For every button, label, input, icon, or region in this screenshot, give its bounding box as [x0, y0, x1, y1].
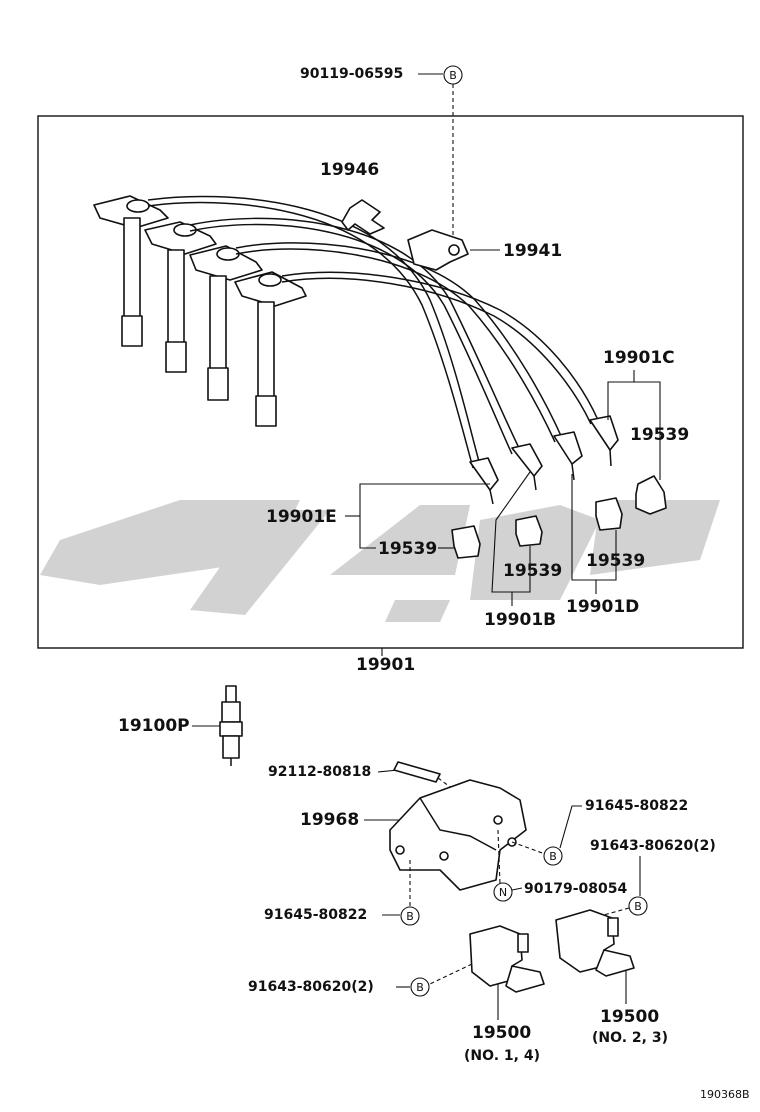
label-no-1-4: (NO. 1, 4) — [464, 1048, 540, 1064]
clamp-19941 — [407, 229, 469, 271]
label-19901d: 19901D — [566, 597, 639, 617]
label-19968: 19968 — [300, 810, 359, 830]
watermark-logo — [40, 500, 720, 622]
callout-b-91645-left: B — [400, 906, 420, 926]
label-19901: 19901 — [356, 655, 415, 675]
label-19946: 19946 — [320, 160, 379, 180]
ignition-cords — [147, 195, 599, 469]
ignition-coil-no14 — [469, 925, 545, 993]
callout-n-90179: N — [493, 882, 513, 902]
label-92112-80818: 92112-80818 — [268, 764, 371, 780]
terminal-cap-b — [515, 515, 543, 547]
label-19100p: 19100P — [118, 716, 190, 736]
callout-b-91643-left: B — [410, 977, 430, 997]
label-91645-80822-right: 91645-80822 — [585, 798, 688, 814]
cord-set-frame — [37, 115, 744, 649]
label-19901b: 19901B — [484, 610, 556, 630]
label-19901e: 19901E — [266, 507, 337, 527]
label-90179-08054: 90179-08054 — [524, 881, 627, 897]
callout-b-top: B — [443, 65, 463, 85]
figure-number: 190368B — [700, 1088, 750, 1101]
svg-text:B: B — [406, 910, 414, 923]
label-19901c: 19901C — [603, 348, 675, 368]
label-no-2-3: (NO. 2, 3) — [592, 1030, 668, 1046]
svg-text:B: B — [634, 900, 642, 913]
svg-text:B: B — [449, 69, 457, 82]
plug-boots — [93, 195, 307, 427]
label-19539-e: 19539 — [378, 539, 437, 559]
ignition-coil-no23 — [555, 909, 635, 977]
label-19500-no14: 19500 — [472, 1023, 531, 1043]
label-90119-06595: 90119-06595 — [300, 66, 403, 82]
stud-bolt — [393, 761, 441, 783]
callout-b-91645-right: B — [543, 846, 563, 866]
svg-text:B: B — [416, 981, 424, 994]
coil-bracket — [389, 779, 527, 891]
label-19500-no23: 19500 — [600, 1007, 659, 1027]
clamp-19946 — [341, 199, 385, 235]
label-91643-80620-left: 91643-80620(2) — [248, 979, 374, 995]
label-19539-b: 19539 — [503, 561, 562, 581]
svg-text:B: B — [549, 850, 557, 863]
label-91643-80620-right: 91643-80620(2) — [590, 838, 716, 854]
terminal-cap-e — [451, 525, 481, 559]
cord-ends — [469, 415, 619, 505]
label-91645-80822-left: 91645-80822 — [264, 907, 367, 923]
label-19941: 19941 — [503, 241, 562, 261]
terminal-cap-d — [595, 497, 623, 531]
callout-b-91643-right: B — [628, 896, 648, 916]
svg-text:N: N — [499, 886, 507, 899]
label-19539-c: 19539 — [630, 425, 689, 445]
spark-plug — [219, 685, 243, 766]
terminal-cap-c — [635, 475, 667, 515]
